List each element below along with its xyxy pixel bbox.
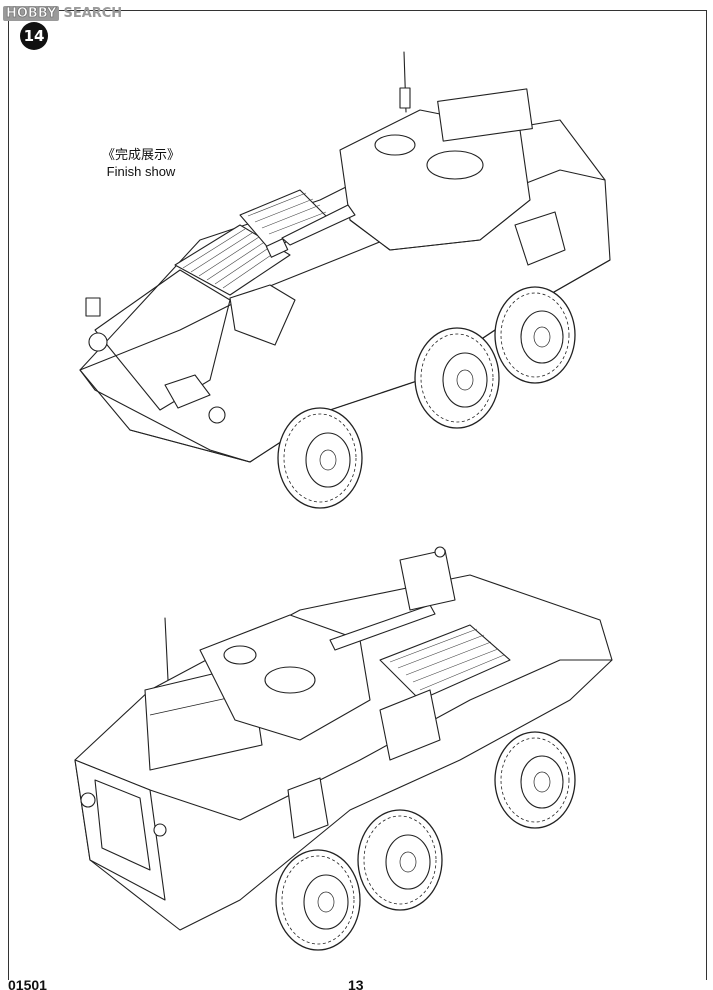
watermark: HOBBY SEARCH	[3, 3, 122, 23]
step-number-badge: 14	[20, 22, 48, 50]
rear-door-plate	[74, 759, 166, 901]
antenna-tip	[434, 546, 446, 558]
side-hatch	[287, 777, 329, 839]
front-three-quarter-view	[79, 51, 611, 509]
page-border-right	[706, 10, 707, 980]
page-border-left	[8, 10, 9, 980]
front-wheel	[277, 407, 363, 509]
rear-wheel	[275, 849, 361, 951]
muzzle	[265, 238, 289, 258]
turret-stowage-box	[437, 88, 533, 142]
part-number: 01501	[8, 979, 47, 990]
watermark-text: SEARCH	[63, 5, 123, 21]
caption: 《完成展示》 Finish show	[86, 146, 196, 180]
right-headlight	[208, 406, 226, 424]
turret-ring	[349, 199, 531, 251]
caption-english: Finish show	[106, 164, 176, 179]
side-hatch	[514, 211, 566, 266]
driver-vision-block	[229, 284, 296, 346]
open-hatch-door	[399, 549, 456, 611]
turret-hatch	[426, 150, 484, 180]
gun-barrel	[329, 604, 436, 651]
rear-door	[94, 779, 151, 871]
hull-deck-edge	[79, 169, 606, 371]
engine-grille	[174, 224, 291, 296]
gun-barrel	[281, 204, 356, 246]
middle-wheel	[414, 327, 500, 429]
rear-three-quarter-view	[74, 546, 613, 951]
middle-wheel	[357, 809, 443, 911]
front-tow-plate	[164, 374, 211, 409]
turret-hatch	[264, 666, 316, 694]
rear-light-right	[153, 823, 167, 837]
mirror	[85, 297, 101, 317]
left-headlight	[88, 332, 108, 352]
page-border-top	[8, 10, 707, 11]
front-wheel	[494, 731, 576, 829]
front-plate	[79, 369, 251, 463]
engine-grille	[379, 624, 511, 701]
rear-wheel	[494, 286, 576, 384]
antenna-base	[399, 87, 411, 109]
antenna	[164, 617, 169, 681]
commander-hatch	[223, 645, 257, 665]
rear-light-left	[80, 792, 96, 808]
front-glacis	[94, 269, 231, 411]
watermark-logo: HOBBY	[3, 5, 60, 21]
page-number: 13	[348, 979, 364, 990]
caption-chinese: 《完成展示》	[101, 147, 180, 162]
side-stowage	[379, 689, 441, 761]
commander-hatch	[374, 134, 416, 156]
